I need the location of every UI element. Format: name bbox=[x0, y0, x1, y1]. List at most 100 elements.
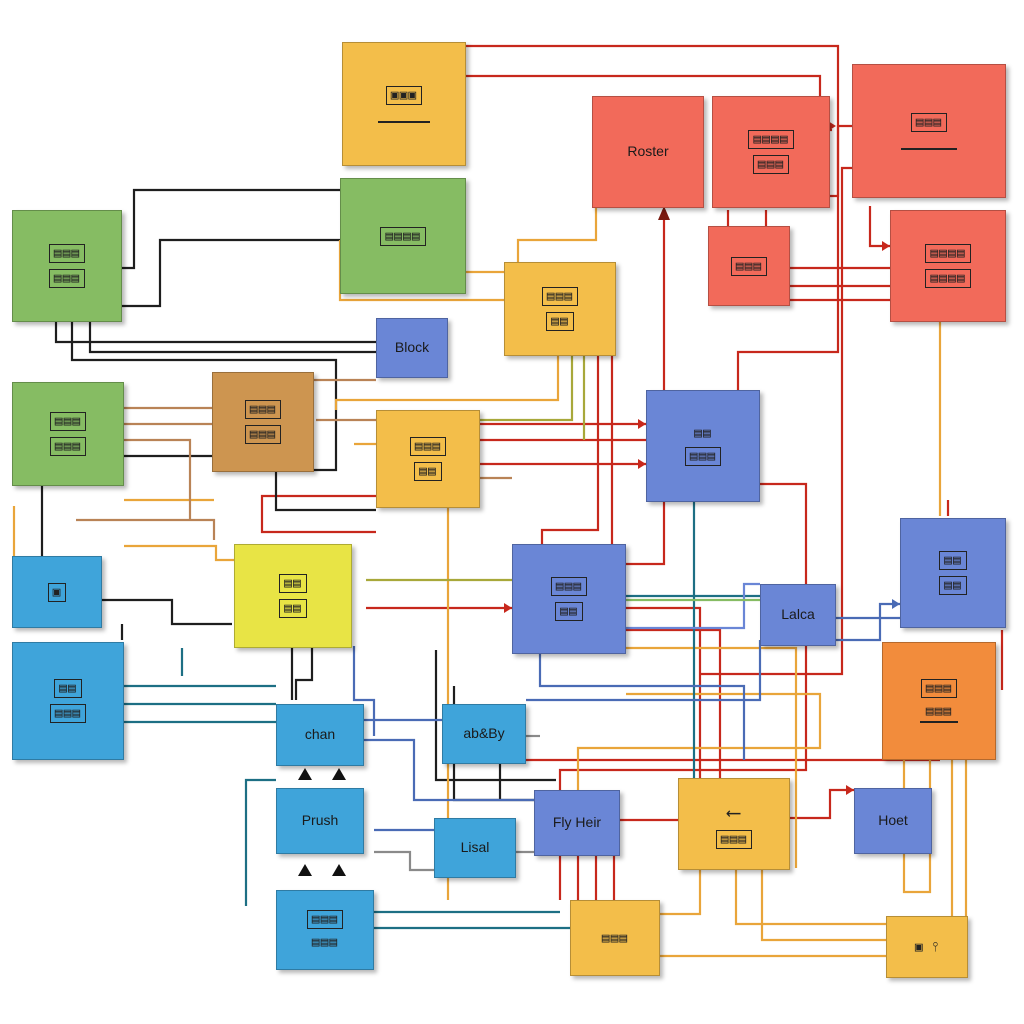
node-tan[interactable]: ▤▤▤ ▤▤▤ bbox=[212, 372, 314, 472]
node-fly-heir[interactable]: Fly Heir bbox=[534, 790, 620, 856]
bracket-icon bbox=[901, 138, 957, 150]
node-red-mid[interactable]: ▤▤▤▤ ▤▤▤ bbox=[712, 96, 830, 208]
wire bbox=[244, 778, 276, 906]
node-lisal[interactable]: Lisal bbox=[434, 818, 516, 878]
wire bbox=[734, 868, 886, 926]
node-glyph: ▤▤▤▤ bbox=[925, 244, 971, 263]
node-label: chan bbox=[304, 726, 336, 743]
wire bbox=[364, 738, 534, 802]
node-glyph: ▤▤▤ bbox=[601, 930, 629, 946]
node-glyph: ▤▤▤ bbox=[730, 256, 768, 276]
arrowhead bbox=[828, 121, 836, 131]
wire bbox=[374, 850, 434, 872]
node-roster[interactable]: Roster bbox=[592, 96, 704, 208]
node-label: Lalca bbox=[781, 606, 815, 623]
node-yellow-top[interactable]: ▣▣▣ bbox=[342, 42, 466, 166]
node-subglyph: ▤▤▤ bbox=[715, 829, 753, 849]
node-glyph: ▤▤ bbox=[279, 574, 307, 593]
node-blue-center[interactable]: ▤▤ ▤▤▤ bbox=[646, 390, 760, 502]
wire bbox=[76, 518, 216, 540]
node-orange[interactable]: ▤▤▤ ▤▤▤ bbox=[882, 642, 996, 760]
node-hoet[interactable]: Hoet bbox=[854, 788, 932, 854]
arrowhead bbox=[658, 206, 670, 220]
wire bbox=[102, 598, 232, 626]
node-label: Fly Heir bbox=[552, 814, 602, 831]
node-glyph: ▣▣▣ bbox=[385, 85, 423, 105]
wire bbox=[540, 356, 600, 544]
node-glyph: ▤▤▤ bbox=[910, 112, 948, 132]
wire bbox=[122, 238, 340, 308]
node-label: Prush bbox=[301, 812, 339, 829]
node-lalca[interactable]: Lalca bbox=[760, 584, 836, 646]
arrowhead bbox=[638, 459, 646, 469]
node-prush[interactable]: Prush bbox=[276, 788, 364, 854]
wire bbox=[700, 166, 856, 676]
wire bbox=[626, 214, 666, 566]
node-subglyph: ▤▤▤ bbox=[244, 425, 282, 444]
node-yellow-center[interactable]: ▤▤▤ ▤▤ bbox=[376, 410, 480, 508]
arrow-up-icon bbox=[298, 864, 312, 876]
node-subglyph: ▤▤ bbox=[279, 599, 307, 618]
wire bbox=[294, 648, 314, 700]
node-subglyph: ▤▤▤ bbox=[684, 447, 722, 466]
bracket-icon bbox=[378, 111, 430, 123]
arrow-up-icon bbox=[298, 768, 312, 780]
node-lime[interactable]: ▤▤ ▤▤ bbox=[234, 544, 352, 648]
node-red-big[interactable]: ▤▤▤ bbox=[852, 64, 1006, 198]
node-cyan-left2[interactable]: ▤▤ ▤▤▤ bbox=[12, 642, 124, 760]
node-blue-right[interactable]: ▤▤ ▤▤ bbox=[900, 518, 1006, 628]
wire bbox=[626, 628, 722, 790]
node-glyph: ▤▤ bbox=[939, 551, 967, 570]
node-yellow-bottom[interactable]: ▤▤▤ bbox=[570, 900, 660, 976]
node-subglyph: ▤▤▤ bbox=[752, 155, 790, 174]
node-subglyph: ▤▤▤ bbox=[919, 704, 959, 723]
arrowhead bbox=[892, 599, 900, 609]
node-chan[interactable]: chan bbox=[276, 704, 364, 766]
arrow-up-icon bbox=[332, 864, 346, 876]
node-label: Roster bbox=[627, 143, 669, 160]
node-glyph: ▤▤ bbox=[54, 679, 82, 698]
arrow-up-icon bbox=[332, 768, 346, 780]
node-subglyph: ▤▤▤▤ bbox=[925, 269, 971, 288]
node-red-right[interactable]: ▤▤▤▤ ▤▤▤▤ bbox=[890, 210, 1006, 322]
node-yellow-arrow[interactable]: ⟵ ▤▤▤ bbox=[678, 778, 790, 870]
node-label: Lisal bbox=[460, 839, 490, 856]
node-glyph: ▤▤▤ bbox=[49, 412, 87, 431]
wire bbox=[660, 868, 702, 916]
wire bbox=[122, 188, 340, 270]
node-green-top[interactable]: ▤▤▤▤ bbox=[340, 178, 466, 294]
node-glyph: ▣ bbox=[47, 582, 67, 602]
node-label: Block bbox=[394, 339, 430, 356]
node-ab-by[interactable]: ab&By bbox=[442, 704, 526, 764]
node-yellow-br[interactable]: ▣ ⫯ bbox=[886, 916, 968, 978]
node-green-left[interactable]: ▤▤▤ ▤▤▤ bbox=[12, 210, 122, 322]
arrowhead bbox=[638, 419, 646, 429]
wire bbox=[576, 692, 822, 800]
node-subglyph: ▤▤▤ bbox=[48, 269, 86, 288]
node-red-small[interactable]: ▤▤▤ bbox=[708, 226, 790, 306]
node-yellow-mid[interactable]: ▤▤▤ ▤▤ bbox=[504, 262, 616, 356]
node-subglyph: ▤▤ bbox=[414, 462, 442, 481]
wire bbox=[868, 206, 890, 248]
node-cyan-bottom[interactable]: ▤▤▤ ▤▤▤ bbox=[276, 890, 374, 970]
node-subglyph: ▤▤▤ bbox=[49, 704, 87, 723]
wire bbox=[626, 646, 798, 868]
wire bbox=[352, 646, 376, 736]
wire bbox=[124, 544, 234, 562]
wire bbox=[54, 322, 376, 344]
wire bbox=[526, 640, 762, 702]
wire bbox=[516, 150, 598, 262]
wire bbox=[260, 494, 376, 534]
node-blue-mid[interactable]: ▤▤▤ ▤▤ bbox=[512, 544, 626, 654]
node-glyph: ▤▤▤▤ bbox=[380, 226, 426, 246]
node-glyph: ▤▤▤ bbox=[409, 437, 447, 456]
wire bbox=[88, 322, 376, 354]
node-cyan-left[interactable]: ▣ bbox=[12, 556, 102, 628]
wire bbox=[274, 472, 376, 512]
node-glyph: ▣ ⫯ bbox=[914, 939, 940, 955]
wire bbox=[124, 438, 192, 520]
node-block[interactable]: Block bbox=[376, 318, 448, 378]
node-green-left2[interactable]: ▤▤▤ ▤▤▤ bbox=[12, 382, 124, 486]
node-glyph: ▤▤ bbox=[694, 426, 712, 441]
